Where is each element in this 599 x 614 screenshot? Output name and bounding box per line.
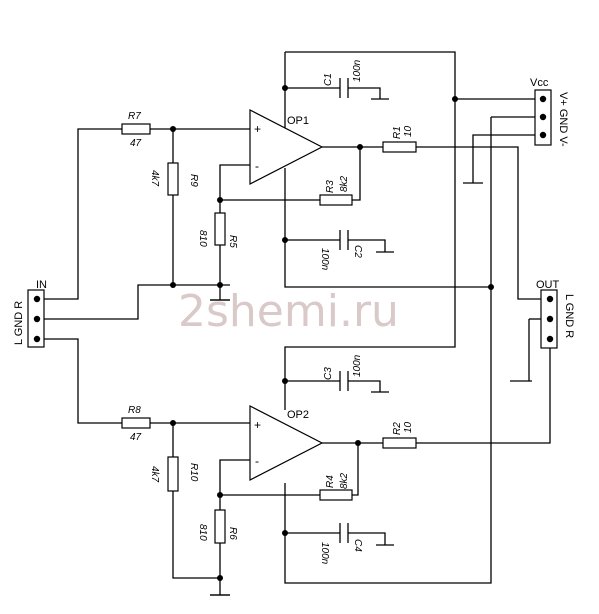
resistor-r6: R6 810 (197, 509, 238, 544)
junctions (170, 85, 494, 581)
junction-dot (452, 96, 458, 102)
resistor-value: 810 (197, 524, 208, 541)
resistor-name: R1 (392, 126, 403, 139)
opamp-label: OP1 (287, 115, 309, 127)
capacitor-name: C4 (352, 539, 363, 552)
plus-sign: + (254, 122, 261, 136)
capacitor-value: 100n (352, 354, 363, 377)
junction-dot (357, 144, 363, 150)
resistor-name: R3 (325, 180, 336, 193)
capacitor-c1: C1 100n (323, 59, 363, 98)
minus-sign: - (255, 454, 259, 468)
junction-dot (488, 284, 494, 290)
ground-symbols (210, 98, 394, 596)
capacitor-name: C2 (352, 245, 363, 258)
resistor-r5: R5 810 (197, 212, 238, 248)
connector-title: Vcc (530, 77, 549, 89)
junction-dot (282, 237, 288, 243)
junction-dot (170, 420, 176, 426)
junction-dot (282, 530, 288, 536)
connector-in: IN L GND R (13, 279, 47, 348)
watermark: 2shemi.ru (178, 286, 399, 337)
connector-pins: L GND R (13, 301, 25, 345)
resistor-r10: R10 4k7 (149, 456, 199, 492)
resistor-name: R5 (227, 235, 238, 248)
junction-dot (170, 126, 176, 132)
connector-pins: L GND R (563, 294, 575, 338)
capacitor-value: 100n (352, 59, 363, 82)
capacitor-c2: C2 100n (319, 230, 363, 271)
junction-dot (355, 440, 361, 446)
resistor-r8: R8 47 (121, 405, 151, 443)
resistor-name: R2 (392, 422, 403, 435)
resistor-r4: R4 8k2 (319, 472, 353, 501)
minus-sign: - (255, 159, 259, 173)
capacitor-c4: C4 100n (319, 523, 363, 565)
plus-sign: + (254, 418, 261, 432)
resistor-r3: R3 8k2 (319, 175, 353, 206)
capacitor-c3: C3 100n (323, 354, 363, 391)
capacitor-value: 100n (319, 248, 330, 271)
junction-dot (217, 492, 223, 498)
connector-vcc: Vcc V+ GND V- (530, 77, 569, 147)
resistor-name: R7 (128, 111, 141, 122)
connector-out: OUT L GND R (536, 279, 575, 349)
resistor-value: 8k2 (339, 175, 350, 192)
resistor-name: R9 (188, 174, 199, 187)
resistor-name: R8 (128, 405, 141, 416)
opamp-label: OP2 (287, 409, 309, 421)
resistor-r9: R9 4k7 (149, 162, 199, 196)
resistor-value: 8k2 (339, 472, 350, 489)
connector-title: OUT (536, 279, 560, 291)
junction-dot (282, 85, 288, 91)
resistor-value: 47 (130, 138, 142, 149)
opamp-op2: + - OP2 (249, 405, 324, 481)
resistor-value: 47 (130, 432, 142, 443)
resistor-name: R10 (188, 463, 199, 482)
capacitor-name: C3 (323, 367, 334, 380)
connector-pins: V+ GND V- (557, 92, 569, 147)
capacitor-name: C1 (323, 73, 334, 86)
resistor-r2: R2 10 (382, 421, 417, 449)
resistor-value: 4k7 (149, 170, 160, 187)
resistor-r7: R7 47 (121, 111, 151, 149)
resistor-value: 810 (197, 230, 208, 247)
junction-dot (170, 282, 176, 288)
resistor-value: 4k7 (149, 466, 160, 483)
resistor-value: 10 (403, 125, 414, 137)
capacitor-value: 100n (319, 542, 330, 565)
junction-dot (282, 378, 288, 384)
opamp-op1: + - OP1 (249, 109, 324, 185)
connector-title: IN (36, 279, 47, 291)
junction-dot (217, 197, 223, 203)
resistor-name: R4 (325, 475, 336, 488)
junction-dot (217, 282, 223, 288)
resistor-value: 10 (403, 421, 414, 433)
junction-dot (217, 575, 223, 581)
resistor-r1: R1 10 (382, 125, 417, 153)
resistor-name: R6 (227, 527, 238, 540)
